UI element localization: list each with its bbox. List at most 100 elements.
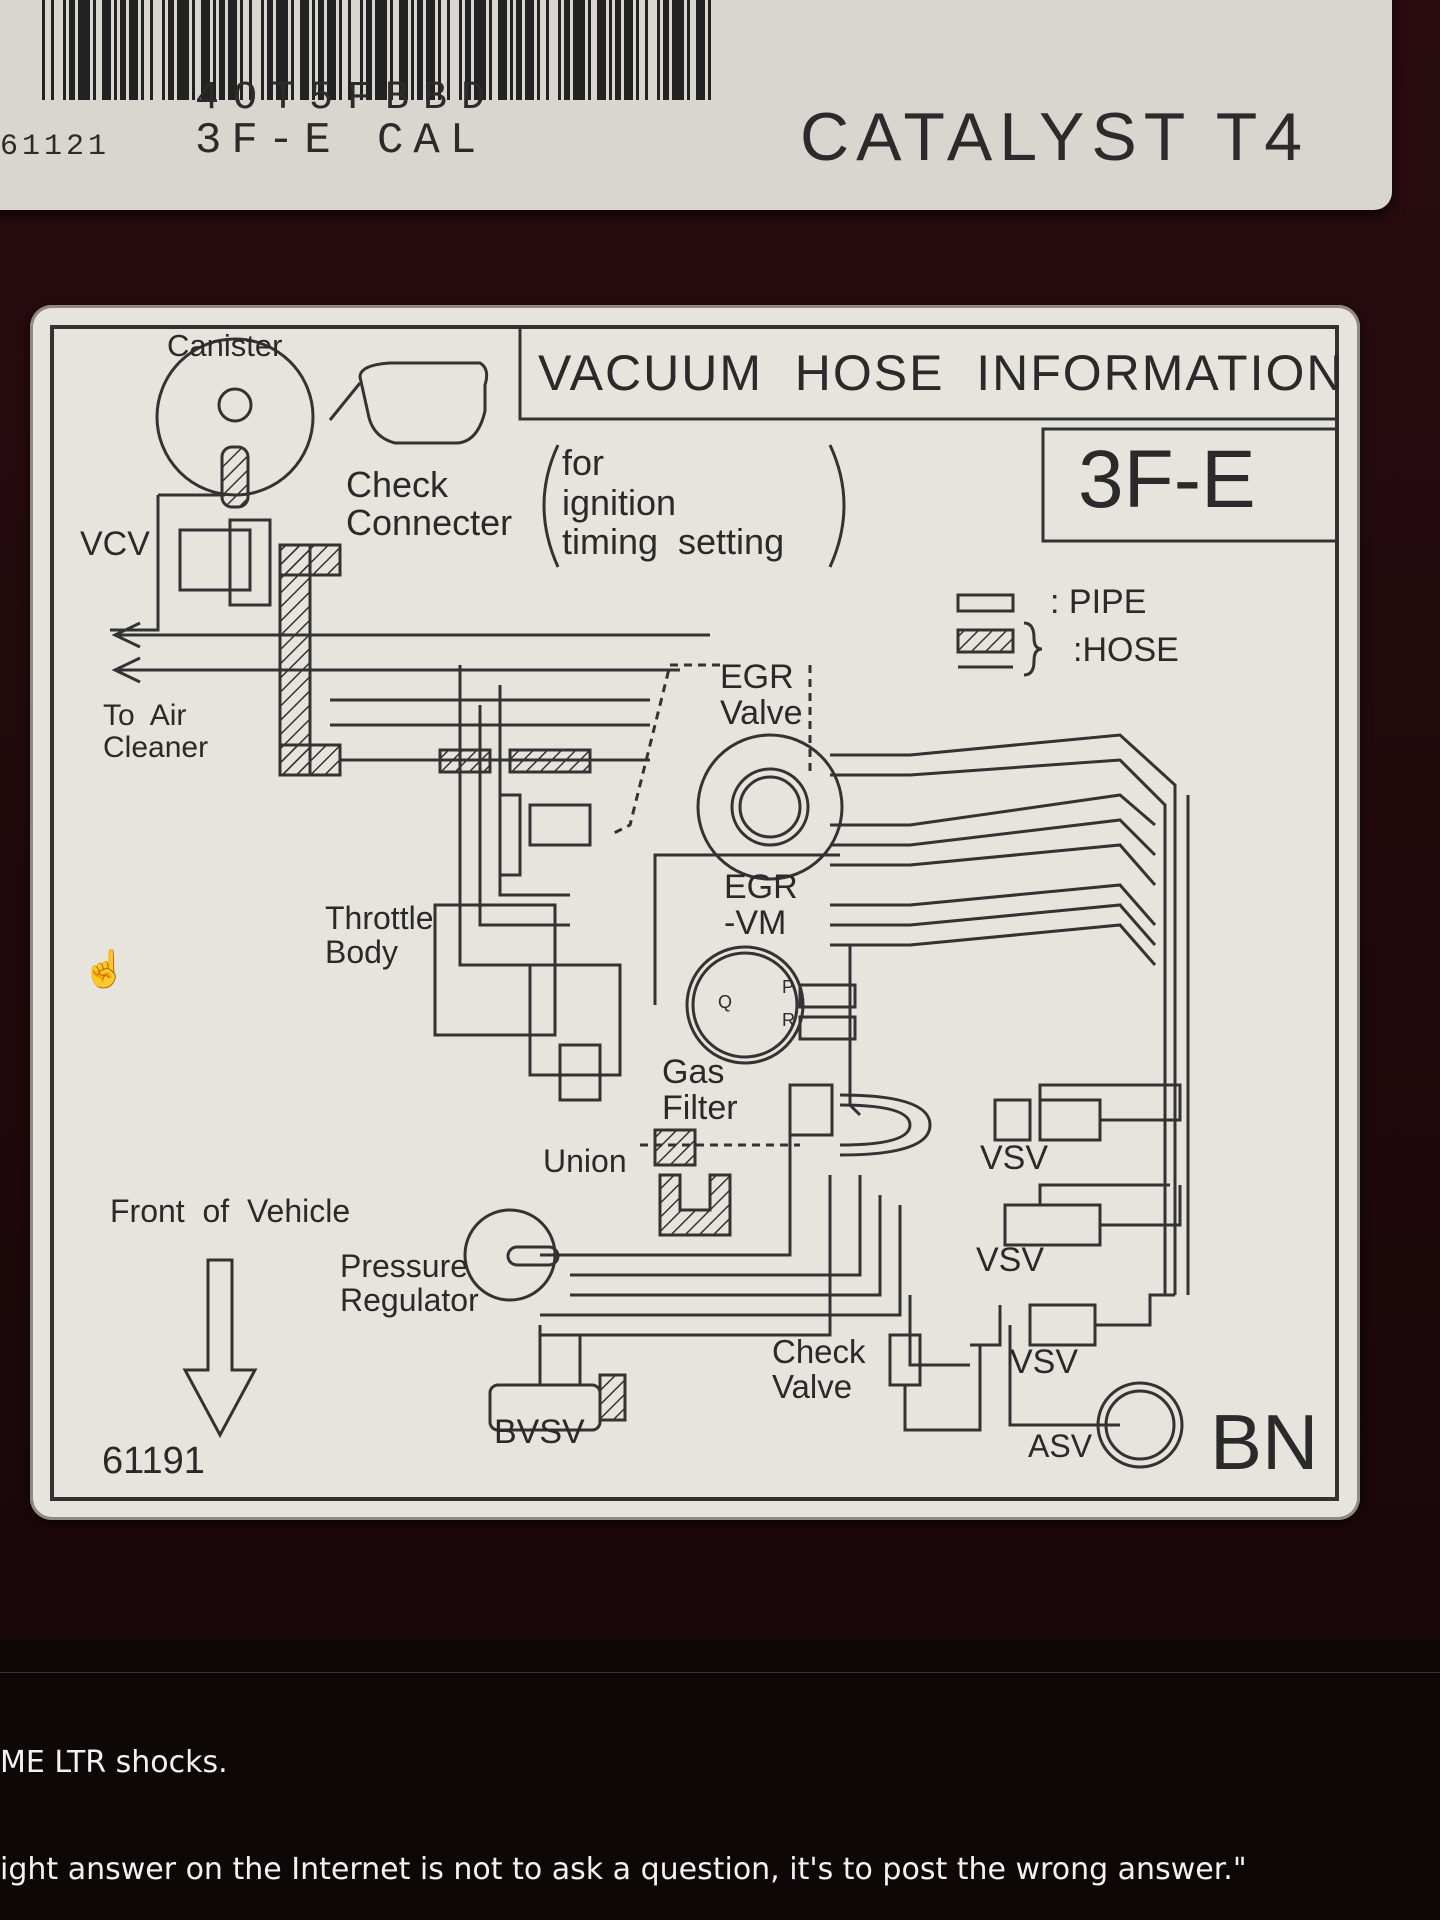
barcode-bar	[261, 0, 264, 100]
barcode-bar	[615, 0, 621, 100]
engine-box	[1041, 427, 1339, 543]
forum-post-text: ME LTR shocks.	[0, 1745, 228, 1780]
hand-cursor-icon: ☝	[82, 948, 127, 989]
label-code: 4OT5FBBD	[195, 76, 500, 121]
barcode-bar	[516, 0, 522, 100]
vcv-icon	[178, 528, 252, 592]
barcode-bar	[360, 0, 363, 100]
barcode-bar	[624, 0, 633, 100]
barcode-bar	[438, 0, 441, 100]
to-air-cleaner-label: To Air Cleaner	[103, 699, 209, 764]
barcode-bar	[375, 0, 387, 100]
barcode-bar	[327, 0, 336, 100]
pressure-regulator-icon	[463, 1208, 557, 1302]
check-connecter-icon	[358, 361, 489, 445]
label-engine-cal: 3F-E CAL	[195, 116, 487, 166]
barcode-bar	[312, 0, 315, 100]
barcode-bar	[63, 0, 66, 100]
vsv-1-label: VSV	[980, 1139, 1049, 1177]
pipe-legend-icon	[956, 593, 1015, 613]
barcode-bar	[141, 0, 144, 100]
barcode-bar	[168, 0, 174, 100]
vsv-1-icon	[993, 1098, 1032, 1142]
barcode-bar	[102, 0, 111, 100]
barcode-bar	[300, 0, 309, 100]
asv-label: ASV	[1028, 1428, 1093, 1464]
barcode-bar	[348, 0, 351, 100]
egr-valve-icon	[696, 733, 844, 881]
barcode-bar	[510, 0, 513, 100]
barcode-bar	[657, 0, 660, 100]
barcode-bar	[474, 0, 486, 100]
pressure-regulator-label: Pressure Regulator	[340, 1248, 479, 1318]
barcode-bar	[249, 0, 252, 100]
catalyst-label: 4OT5FBBD 3F-E CAL 61121 CATALYST T4	[0, 0, 1392, 210]
egr-vm-icon	[685, 945, 805, 1065]
barcode-bar	[609, 0, 612, 100]
barcode-bar	[318, 0, 324, 100]
barcode-bar	[645, 0, 648, 100]
barcode-bar	[465, 0, 471, 100]
check-valve-icon	[888, 1333, 922, 1387]
barcode-bar	[672, 0, 684, 100]
vsv-3-icon	[1028, 1303, 1097, 1347]
r-port-label: R	[782, 1010, 795, 1030]
barcode-bar	[129, 0, 138, 100]
barcode-bar	[573, 0, 585, 100]
barcode-bar	[69, 0, 75, 100]
front-arrow-icon	[182, 1258, 258, 1439]
barcode-bar	[537, 0, 540, 100]
code-bn: BN	[1210, 1398, 1319, 1486]
asv-icon	[1096, 1381, 1184, 1469]
barcode-bar	[162, 0, 165, 100]
p-port-label: P	[782, 977, 795, 997]
barcode-bar	[114, 0, 117, 100]
barcode-bar	[459, 0, 462, 100]
hose-legend-label: :HOSE	[1073, 631, 1179, 669]
barcode-bar	[177, 0, 189, 100]
check-connecter-label: Check Connecter	[346, 464, 513, 543]
union-label: Union	[543, 1143, 627, 1179]
hose-legend-icon	[956, 628, 1015, 654]
barcode-bar	[240, 0, 243, 100]
check-valve-label: Check Valve	[772, 1333, 866, 1405]
barcode-bar	[366, 0, 372, 100]
barcode-bar	[213, 0, 216, 100]
bvsv-label: BVSV	[494, 1413, 585, 1451]
barcode-bar	[219, 0, 225, 100]
vsv-2-icon	[1003, 1203, 1102, 1247]
barcode-bar	[399, 0, 408, 100]
gas-filter-label: Gas Filter	[662, 1053, 738, 1127]
barcode-bar	[597, 0, 606, 100]
canister-label: Canister	[167, 328, 283, 363]
union-icon	[558, 1043, 602, 1102]
engine-code: 3F-E	[1078, 434, 1256, 525]
vsv-2-label: VSV	[976, 1241, 1045, 1279]
pipe-legend-label: : PIPE	[1050, 583, 1147, 621]
barcode-bar	[390, 0, 393, 100]
forum-divider	[0, 1672, 1440, 1673]
front-of-vehicle-label: Front of Vehicle	[110, 1193, 351, 1229]
sticker-title: VACUUM HOSE INFORMATION	[538, 345, 1345, 401]
barcode-bar	[417, 0, 423, 100]
barcode-bar	[276, 0, 288, 100]
vsv-3-label: VSV	[1010, 1343, 1079, 1381]
barcode-bar	[228, 0, 237, 100]
barcode-bar	[192, 0, 195, 100]
barcode-bar	[498, 0, 507, 100]
barcode-bar	[411, 0, 414, 100]
ignition-note: for ignition timing setting	[562, 442, 785, 563]
barcode-bar	[525, 0, 534, 100]
barcode-bar	[42, 0, 45, 100]
gas-filter-icon	[788, 1083, 834, 1137]
barcode-bar	[93, 0, 96, 100]
egr-valve-label: EGR Valve	[720, 658, 803, 732]
forum-signature: ight answer on the Internet is not to as…	[0, 1852, 1247, 1887]
barcode-bar	[558, 0, 561, 100]
part-number: 61191	[102, 1440, 205, 1482]
barcode-bar	[447, 0, 450, 100]
barcode-bar	[489, 0, 492, 100]
barcode-bar	[150, 0, 153, 100]
barcode-bar	[708, 0, 711, 100]
hose-diagram	[50, 325, 1339, 1501]
